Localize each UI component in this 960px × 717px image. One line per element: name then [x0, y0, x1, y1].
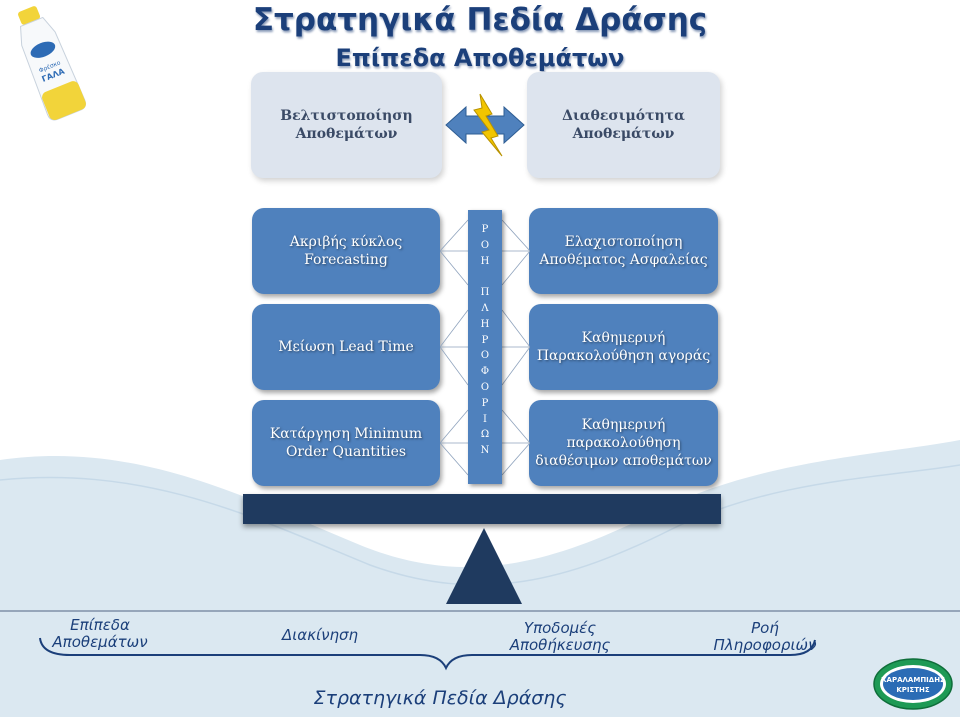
flow-letter: Λ — [481, 302, 489, 314]
balance-beam — [243, 494, 721, 524]
flow-letter: Π — [480, 287, 490, 299]
logo-text-2: ΚΡΙΣΤΗΣ — [896, 686, 930, 694]
flow-letter: Φ — [480, 366, 490, 378]
box-line: Αποθεμάτων — [295, 126, 398, 142]
box-line: παρακολούθηση — [566, 434, 681, 451]
box-line: Ελαχιστοποίηση — [564, 233, 683, 250]
box-line: Βελτιστοποίηση — [280, 107, 413, 124]
label-line: Υποδομές — [523, 619, 597, 637]
label-information-flow: Ροή Πληροφοριών — [695, 619, 835, 655]
page-title: Στρατηγικά Πεδία Δράσης — [252, 2, 708, 38]
flow-letter: Η — [480, 255, 490, 267]
box-line: Order Quantities — [285, 444, 407, 460]
box-line: Αποθεμάτων — [572, 126, 675, 142]
box-line: Παρακολούθηση αγοράς — [536, 348, 711, 364]
flow-letter: Ρ — [481, 224, 489, 235]
box-line: Διαθεσιμότητα — [562, 107, 685, 124]
box-line: Αποθέματος Ασφαλείας — [539, 252, 708, 268]
flow-letter — [468, 269, 502, 285]
box-lead-time: Μείωση Lead Time — [252, 304, 440, 390]
label-movement: Διακίνηση — [281, 626, 359, 644]
box-line: Κατάργηση Minimum — [269, 425, 423, 442]
label-line: Επίπεδα — [70, 616, 130, 634]
label-inventory-levels: Επίπεδα Αποθεμάτων — [30, 616, 170, 652]
label-line: Αποθήκευσης — [509, 636, 611, 655]
milk-bottle-icon: Φρέσκο ΓΑΛΑ — [18, 6, 87, 121]
box-line: Καθημερινή — [581, 329, 666, 346]
flow-letter: Ν — [480, 445, 490, 457]
double-arrow-lightning-icon — [445, 93, 525, 157]
flow-letter: Ρ — [481, 334, 489, 346]
flow-letter: Ο — [480, 350, 490, 362]
label-line: Αποθεμάτων — [52, 633, 148, 652]
flow-letter: Ο — [480, 381, 490, 393]
box-line: Μείωση Lead Time — [278, 338, 414, 355]
flow-letter: Η — [480, 318, 490, 330]
label-line: Ροή — [751, 619, 779, 637]
label-line: Πληροφοριών — [713, 636, 817, 655]
page-subtitle: Επίπεδα Αποθεμάτων — [335, 44, 625, 72]
flow-letter: Ο — [480, 239, 490, 251]
flow-letter: Ω — [480, 429, 490, 441]
label-storage-infrastructure: Υποδομές Αποθήκευσης — [480, 619, 640, 655]
flow-letter: Ι — [483, 413, 487, 425]
fulcrum-triangle — [446, 528, 522, 604]
box-line: Ακριβής κύκλος — [289, 233, 403, 250]
footer-title: Στρατηγικά Πεδία Δράσης — [313, 687, 567, 709]
box-line: διαθέσιμων αποθεμάτων — [535, 453, 712, 470]
logo-text-1: ΧΑΡΑΛΑΜΠΙΔΗΣ — [881, 676, 945, 684]
box-line: Καθημερινή — [581, 416, 666, 433]
flow-letter: Ρ — [481, 397, 489, 409]
connector-lines — [440, 219, 530, 476]
box-line: Forecasting — [304, 252, 388, 268]
company-logo: ΧΑΡΑΛΑΜΠΙΔΗΣ ΚΡΙΣΤΗΣ — [873, 658, 953, 710]
